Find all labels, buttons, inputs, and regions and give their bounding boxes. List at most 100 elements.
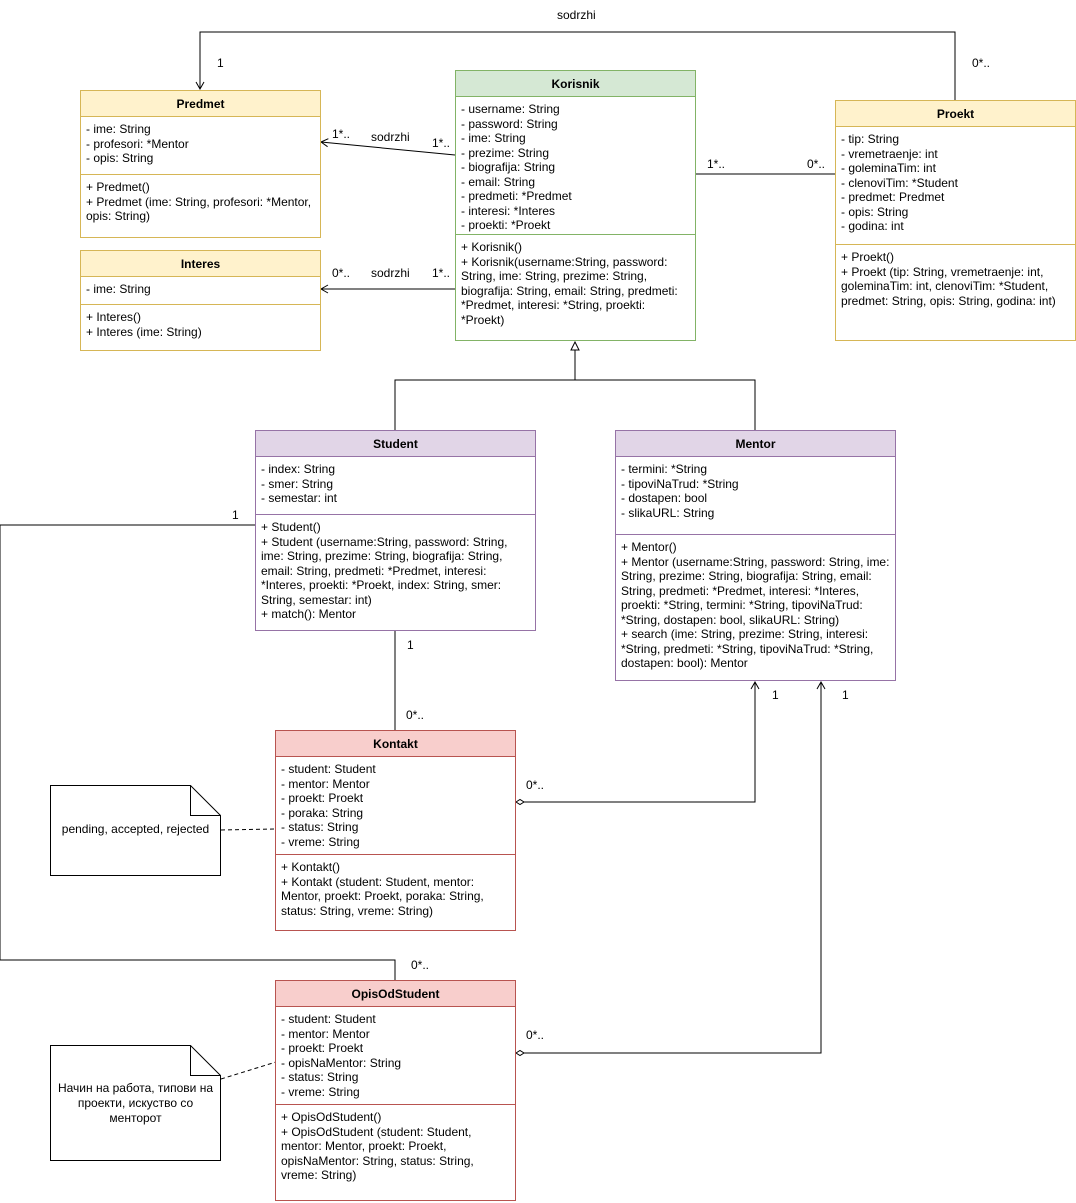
label-kontakt-mentor-src: 0*.. <box>526 778 545 792</box>
label-opis-mentor-src: 0*.. <box>526 1028 545 1042</box>
class-predmet[interactable]: Predmet - ime: String- profesori: *Mento… <box>80 90 321 238</box>
edge-student-opis <box>0 524 396 980</box>
attributes-section: - ime: String- profesori: *Mentor- opis:… <box>81 117 320 175</box>
class-name: Korisnik <box>456 71 695 97</box>
methods-section: + Predmet()+ Predmet (ime: String, profe… <box>81 175 320 228</box>
attribute-line: - status: String <box>281 820 359 834</box>
attribute-line: - index: String <box>261 462 336 476</box>
class-name: Kontakt <box>276 731 515 757</box>
label-proekt-predmet-src: 0*.. <box>972 56 991 70</box>
attribute-line: - goleminaTim: int <box>841 161 936 175</box>
attribute-line: - email: String <box>461 174 536 189</box>
class-interes[interactable]: Interes - ime: String + Interes()+ Inter… <box>80 250 321 351</box>
class-name: Predmet <box>81 91 320 117</box>
label-korisnik-interes-dst: 0*.. <box>332 266 351 280</box>
method-line: + Kontakt (student: Student, mentor: Men… <box>281 874 488 918</box>
label-student-opis-top: 1 <box>232 508 239 522</box>
method-line: + Korisnik(username:String, password: St… <box>461 254 682 327</box>
attribute-line: - mentor: Mentor <box>281 776 370 791</box>
attribute-line: - student: Student <box>281 762 376 776</box>
label-opis-mentor-dst: 1 <box>842 688 849 702</box>
label-student-kontakt-top: 1 <box>407 638 414 652</box>
attribute-line: - dostapen: bool <box>621 491 708 505</box>
label-korisnik-proekt-left: 1*.. <box>707 157 726 171</box>
method-line: + OpisOdStudent() <box>281 1110 382 1124</box>
attribute-line: - proekti: *Proekt <box>461 218 551 232</box>
edge-student-inherit <box>394 379 756 430</box>
label-kontakt-mentor-dst: 1 <box>772 688 779 702</box>
method-line: + Proekt() <box>841 250 895 264</box>
class-opisodstudent[interactable]: OpisOdStudent - student: Student- mentor… <box>275 980 516 1201</box>
attribute-line: - profesori: *Mentor <box>86 136 189 151</box>
attribute-line: - vremetraenje: int <box>841 146 938 161</box>
attribute-line: - ime: String <box>461 131 526 145</box>
class-mentor[interactable]: Mentor - termini: *String- tipoviNaTrud:… <box>615 430 896 681</box>
method-line: + Student() <box>261 520 321 534</box>
label-proekt-predmet-dst: 1 <box>217 56 224 70</box>
class-name: Proekt <box>836 101 1075 127</box>
attribute-line: - vreme: String <box>281 1084 360 1099</box>
class-name: Student <box>256 431 535 457</box>
method-line: + Kontakt() <box>281 860 341 874</box>
attribute-line: - proekt: Proekt <box>281 1041 364 1055</box>
method-line: + Mentor() <box>621 540 677 554</box>
method-line: + Predmet() <box>86 180 150 194</box>
attribute-line: - username: String <box>461 102 560 116</box>
method-line: + OpisOdStudent (student: Student, mento… <box>281 1124 478 1183</box>
attribute-line: - opisNaMentor: String <box>281 1055 402 1070</box>
note-text: Начин на работа, типови на проекти, иску… <box>57 1081 214 1125</box>
attribute-line: - termini: *String <box>621 462 708 476</box>
attribute-line: - slikaURL: String <box>621 505 715 520</box>
label-korisnik-interes-name: sodrzhi <box>371 266 410 280</box>
label-student-kontakt-bottom: 0*.. <box>406 708 425 722</box>
method-line: + Interes() <box>86 310 142 324</box>
attributes-section: - index: String- smer: String- semestar:… <box>256 457 535 515</box>
attribute-line: - smer: String <box>261 476 334 491</box>
attribute-line: - predmet: Predmet <box>841 190 945 204</box>
note-shape <box>50 1045 221 1161</box>
methods-section: + Student()+ Student (username:String, p… <box>256 515 535 626</box>
attributes-section: - student: Student- mentor: Mentor- proe… <box>276 1007 515 1105</box>
note-kontakt-status: pending, accepted, rejected <box>50 785 221 876</box>
class-name: OpisOdStudent <box>276 981 515 1007</box>
attribute-line: - interesi: *Interes <box>461 203 556 218</box>
class-kontakt[interactable]: Kontakt - student: Student- mentor: Ment… <box>275 730 516 931</box>
methods-section: + Mentor()+ Mentor (username:String, pas… <box>616 535 895 675</box>
edge-proekt-predmet <box>195 31 956 100</box>
class-proekt[interactable]: Proekt - tip: String- vremetraenje: int-… <box>835 100 1076 341</box>
attributes-section: - ime: String <box>81 277 320 305</box>
attribute-line: - mentor: Mentor <box>281 1026 370 1041</box>
attribute-line: - tipoviNaTrud: *String <box>621 476 739 491</box>
label-korisnik-interes-src: 1*.. <box>432 266 451 280</box>
label-student-opis-bottom: 0*.. <box>411 958 430 972</box>
label-korisnik-predmet-dst: 1*.. <box>332 127 351 141</box>
attribute-line: - vreme: String <box>281 834 360 849</box>
attribute-line: - predmeti: *Predmet <box>461 189 572 203</box>
attribute-line: - prezime: String <box>461 145 550 160</box>
label-korisnik-predmet-src: 1*.. <box>432 136 451 150</box>
attribute-line: - opis: String <box>86 151 154 165</box>
attribute-line: - tip: String <box>841 132 900 146</box>
edge-note-kontakt <box>220 828 276 831</box>
attributes-section: - username: String- password: String- im… <box>456 97 695 235</box>
method-line: + search (ime: String, prezime: String, … <box>621 627 877 670</box>
class-korisnik[interactable]: Korisnik - username: String- password: S… <box>455 70 696 341</box>
method-line: + Mentor (username:String, password: Str… <box>621 554 893 627</box>
method-line: + match(): Mentor <box>261 607 357 621</box>
label-korisnik-predmet-name: sodrzhi <box>371 130 410 144</box>
class-name: Interes <box>81 251 320 277</box>
class-name: Mentor <box>616 431 895 457</box>
method-line: + Proekt (tip: String, vremetraenje: int… <box>841 264 1056 308</box>
attribute-line: - clenoviTim: *Student <box>841 175 958 190</box>
methods-section: + Kontakt()+ Kontakt (student: Student, … <box>276 855 515 922</box>
edge-opis-mentor <box>515 680 826 1057</box>
class-student[interactable]: Student - index: String- smer: String- s… <box>255 430 536 631</box>
attribute-line: - student: Student <box>281 1012 376 1026</box>
attribute-line: - opis: String <box>841 204 909 219</box>
label-korisnik-proekt-right: 0*.. <box>807 157 826 171</box>
attribute-line: - password: String <box>461 116 558 131</box>
attribute-line: - status: String <box>281 1070 359 1084</box>
method-line: + Predmet (ime: String, profesori: *Ment… <box>86 194 315 224</box>
note-text: pending, accepted, rejected <box>61 822 210 836</box>
